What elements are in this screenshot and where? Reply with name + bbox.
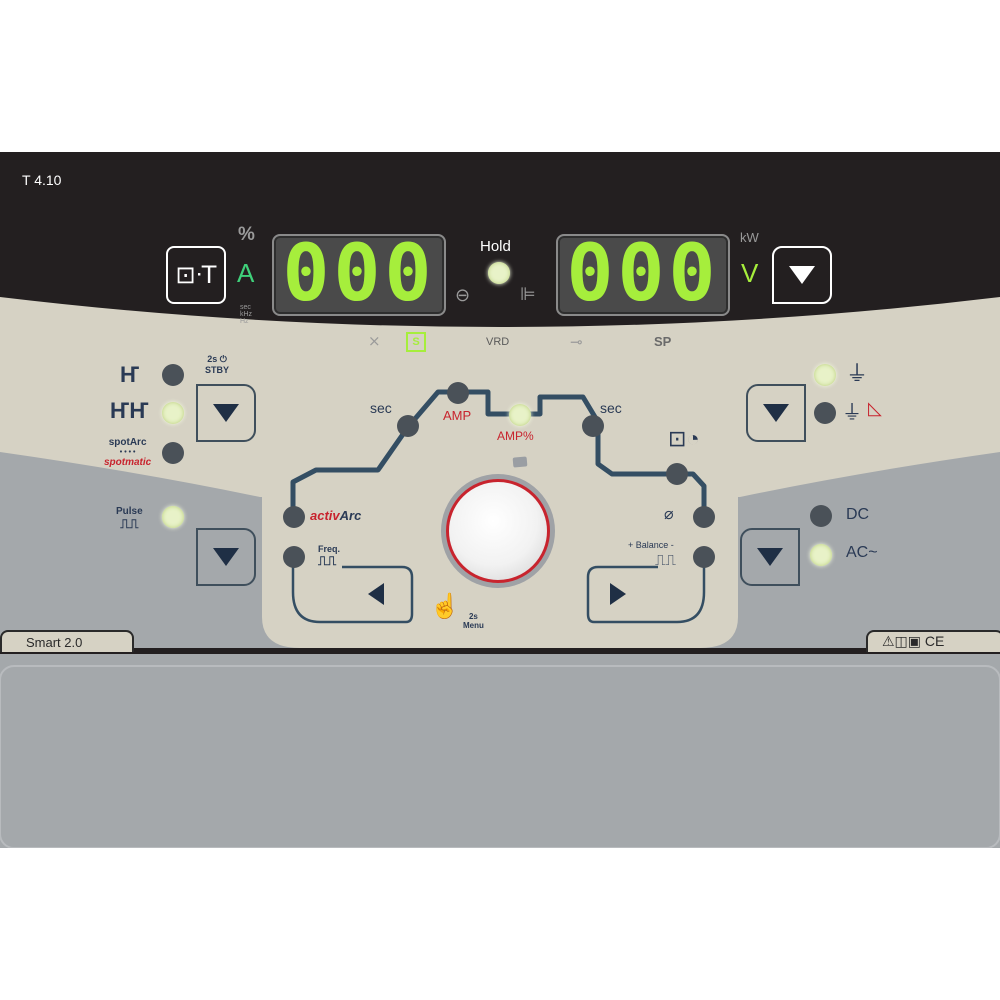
right-arrow-button[interactable] [610, 583, 626, 605]
voltage-reduction-icon: ⊫ [520, 284, 536, 304]
mma-led [814, 402, 836, 424]
sec-left-label: sec [370, 400, 392, 416]
arc-icon: ⊖ [455, 285, 471, 305]
balance-wave-icon: ⎍⎍ [655, 552, 677, 569]
model-label: T 4.10 [22, 172, 62, 188]
two-step-icon: Ҥ [120, 362, 140, 387]
sec-left-led [397, 415, 419, 437]
freq-led [283, 546, 305, 568]
certification-icons: ⚠◫▣ CE [882, 633, 945, 649]
activarc-label: activArc [310, 508, 362, 523]
display-select-button[interactable] [772, 246, 832, 304]
certification-tab: ⚠◫▣ CE [866, 630, 1000, 652]
series-tab: Smart 2.0 [0, 630, 134, 652]
current-type-button[interactable] [740, 528, 800, 586]
pulse-mode-button[interactable] [196, 528, 256, 586]
amp-label: AMP [443, 408, 472, 423]
kw-unit: kW [740, 230, 759, 245]
down-arrow-icon [757, 548, 783, 566]
ac-led [810, 544, 832, 566]
dc-led [810, 505, 832, 527]
ac-label: AC~ [846, 544, 878, 561]
electrode-diameter-icon: ⌀ [664, 506, 674, 523]
amp-unit: A [237, 258, 255, 288]
hold-label: Hold [480, 238, 511, 255]
percent-unit: % [238, 224, 255, 245]
down-arrow-icon [213, 548, 239, 566]
balance-led [693, 546, 715, 568]
s-symbol-label: S [406, 332, 426, 352]
standby-label: 2s ⏻STBY [205, 354, 230, 375]
touch-menu-icon: ☝ [430, 593, 460, 620]
error-icon: ⨯ [368, 333, 381, 350]
torch-mode-button[interactable]: ⊡ᐧT [166, 246, 226, 304]
amp-percent-label: AMP% [497, 429, 534, 443]
vrd-label: VRD [486, 336, 510, 348]
sp-label: SP [654, 334, 672, 349]
four-step-led [162, 402, 184, 424]
balance-label: + Balance - [628, 540, 674, 550]
process-select-button[interactable] [746, 384, 806, 442]
right-arrow-icon [610, 583, 626, 605]
left-display: 000 [272, 234, 446, 316]
volt-unit: V [741, 258, 759, 288]
gas-postflow-icon: ⊡◔ [668, 426, 700, 451]
tig-torch-icon: ⏚ [846, 361, 869, 386]
down-arrow-icon [789, 266, 815, 284]
spotarc-led [162, 442, 184, 464]
two-step-led [162, 364, 184, 386]
down-arrow-icon [213, 404, 239, 422]
dc-label: DC [846, 506, 870, 523]
amp-led [447, 382, 469, 404]
electrode-diameter-led [693, 506, 715, 528]
activarc-led [283, 506, 305, 528]
series-label: Smart 2.0 [26, 635, 83, 650]
left-arrow-button[interactable] [368, 583, 384, 605]
sec-right-label: sec [600, 400, 622, 416]
operating-mode-button[interactable] [196, 384, 256, 442]
gas-postflow-led [666, 463, 688, 485]
four-step-icon: ҤҤ [110, 398, 149, 423]
tig-led [814, 364, 836, 386]
torch-trigger-icon: ⊡ᐧT [175, 261, 217, 289]
right-display: 000 [556, 234, 730, 316]
sec-right-led [582, 415, 604, 437]
amp-percent-led [509, 404, 531, 426]
hold-led [488, 262, 510, 284]
pulse-led [162, 506, 184, 528]
freq-label: Freq.⎍⎍ [318, 544, 341, 568]
left-arrow-icon [368, 583, 384, 605]
mma-electrode-icon: ⏚ [842, 402, 862, 424]
key-icon: ⊸ [570, 334, 583, 351]
spotarc-labels: spotArc • • • • spotmatic [104, 437, 152, 468]
hotstart-icon: ◺ [868, 398, 882, 418]
pulse-label: Pulse⎍⎍ [116, 506, 143, 531]
down-arrow-icon [763, 404, 789, 422]
control-knob[interactable] [446, 479, 550, 583]
